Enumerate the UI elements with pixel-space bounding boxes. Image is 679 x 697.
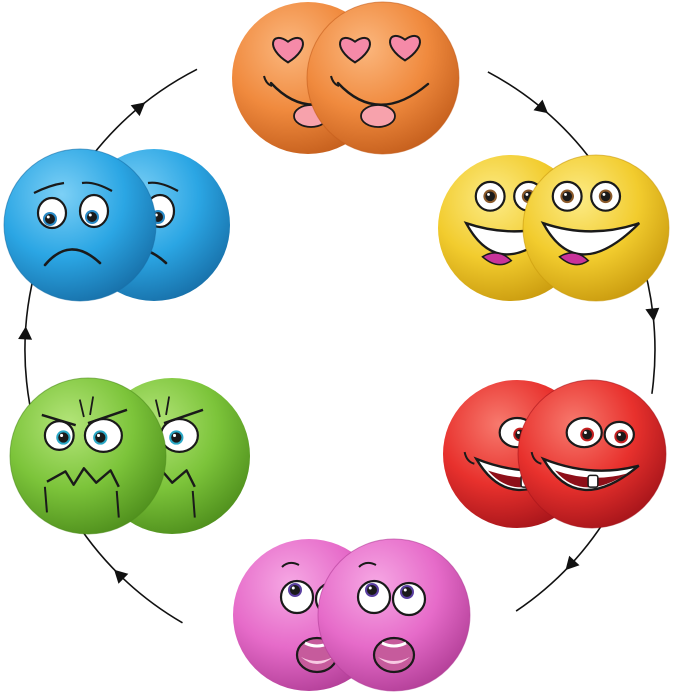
eye-glint bbox=[88, 213, 92, 217]
eyebrow bbox=[358, 561, 377, 568]
eye-pupil bbox=[582, 429, 592, 440]
arrow-head-icon bbox=[565, 555, 580, 571]
jaw-lines bbox=[43, 486, 120, 518]
eye-glint bbox=[172, 433, 177, 438]
gasp-mouth bbox=[372, 636, 416, 674]
ball-front bbox=[517, 379, 667, 529]
eyebrow-right bbox=[87, 408, 128, 425]
arrow-head-icon bbox=[114, 569, 129, 584]
emotion-node-happy bbox=[438, 154, 670, 302]
eyebrow-right bbox=[147, 181, 179, 192]
emotion-node-cheerful bbox=[443, 379, 667, 529]
dimple bbox=[530, 451, 542, 465]
ball-body bbox=[317, 538, 471, 692]
eye-glint bbox=[602, 192, 606, 196]
eyebrow-left bbox=[33, 181, 65, 194]
face-sad bbox=[33, 181, 113, 267]
eyebrow-left bbox=[41, 413, 77, 427]
arrow-head-icon bbox=[130, 102, 146, 117]
ball-front bbox=[522, 154, 670, 302]
ball-front bbox=[3, 148, 157, 302]
eye-pupil bbox=[562, 191, 572, 202]
eye-glint bbox=[583, 431, 587, 435]
ball-front bbox=[9, 377, 167, 535]
emotion-node-love bbox=[232, 1, 460, 155]
face-surprised bbox=[356, 561, 427, 674]
dimple bbox=[330, 75, 340, 87]
eye-glint bbox=[96, 433, 101, 438]
eye-pupil bbox=[87, 212, 97, 222]
tongue bbox=[378, 657, 410, 664]
open-mouth bbox=[540, 456, 640, 491]
cycle-connectors bbox=[18, 68, 660, 624]
face-cheerful bbox=[530, 416, 640, 491]
eyebrow-right bbox=[163, 408, 204, 425]
heart-eye-icon bbox=[339, 36, 371, 64]
heart-eye-icon bbox=[272, 36, 304, 64]
eye-glint bbox=[516, 431, 520, 435]
eye-glint bbox=[46, 215, 50, 219]
frown-lines bbox=[154, 396, 171, 418]
dimple bbox=[263, 75, 273, 87]
eyebrow-right bbox=[81, 181, 113, 192]
eye-glint bbox=[403, 588, 407, 592]
face-in-love bbox=[330, 34, 430, 128]
arrow-head-icon bbox=[18, 326, 33, 340]
emotion-nodes bbox=[3, 1, 670, 692]
eye-pupil bbox=[367, 585, 377, 595]
eye-pupil bbox=[95, 432, 106, 443]
emotion-node-sad bbox=[3, 148, 230, 302]
eye-glint bbox=[368, 586, 372, 590]
eye-glint bbox=[618, 433, 621, 436]
eye-pupil bbox=[600, 191, 611, 202]
eye-pupil bbox=[402, 587, 412, 597]
grin-mouth bbox=[540, 221, 641, 256]
ball-front bbox=[317, 538, 471, 692]
eye-pupil bbox=[58, 432, 69, 443]
connector-line bbox=[91, 68, 198, 157]
eye-pupil bbox=[485, 191, 495, 202]
gritted-mouth bbox=[46, 467, 120, 488]
tongue bbox=[301, 657, 333, 664]
arrow-head-icon bbox=[645, 307, 660, 322]
eye-pupil bbox=[171, 432, 182, 443]
ball-front bbox=[306, 1, 460, 155]
eye-pupil bbox=[45, 214, 55, 224]
teeth bbox=[381, 641, 407, 648]
frown-mouth bbox=[43, 248, 102, 267]
eye-glint bbox=[525, 192, 529, 196]
face-happy bbox=[540, 180, 641, 266]
ball-body bbox=[9, 377, 167, 535]
eyebrow bbox=[281, 561, 300, 568]
face-angry bbox=[41, 396, 128, 518]
eye-pupil bbox=[290, 585, 300, 595]
tongue bbox=[481, 252, 513, 266]
ball-body bbox=[3, 148, 157, 302]
connector-sad-to-love bbox=[91, 68, 198, 157]
frown-lines bbox=[78, 396, 95, 418]
tongue bbox=[558, 252, 590, 266]
ball-body bbox=[517, 379, 667, 529]
arrow-head-icon bbox=[533, 99, 548, 114]
connector-line bbox=[487, 71, 589, 157]
eye-glint bbox=[564, 192, 567, 196]
tongue bbox=[360, 104, 396, 128]
dimple bbox=[463, 451, 475, 465]
ball-body bbox=[306, 1, 460, 155]
heart-eye-icon bbox=[389, 34, 421, 62]
emotion-node-surprised bbox=[233, 538, 471, 692]
eye-glint bbox=[487, 192, 490, 196]
connector-love-to-happy bbox=[487, 71, 589, 157]
eye-glint bbox=[60, 433, 64, 438]
emotion-node-angry bbox=[9, 377, 250, 535]
eye-pupil bbox=[616, 431, 627, 442]
eye-glint bbox=[291, 586, 295, 590]
tooth bbox=[587, 474, 599, 488]
